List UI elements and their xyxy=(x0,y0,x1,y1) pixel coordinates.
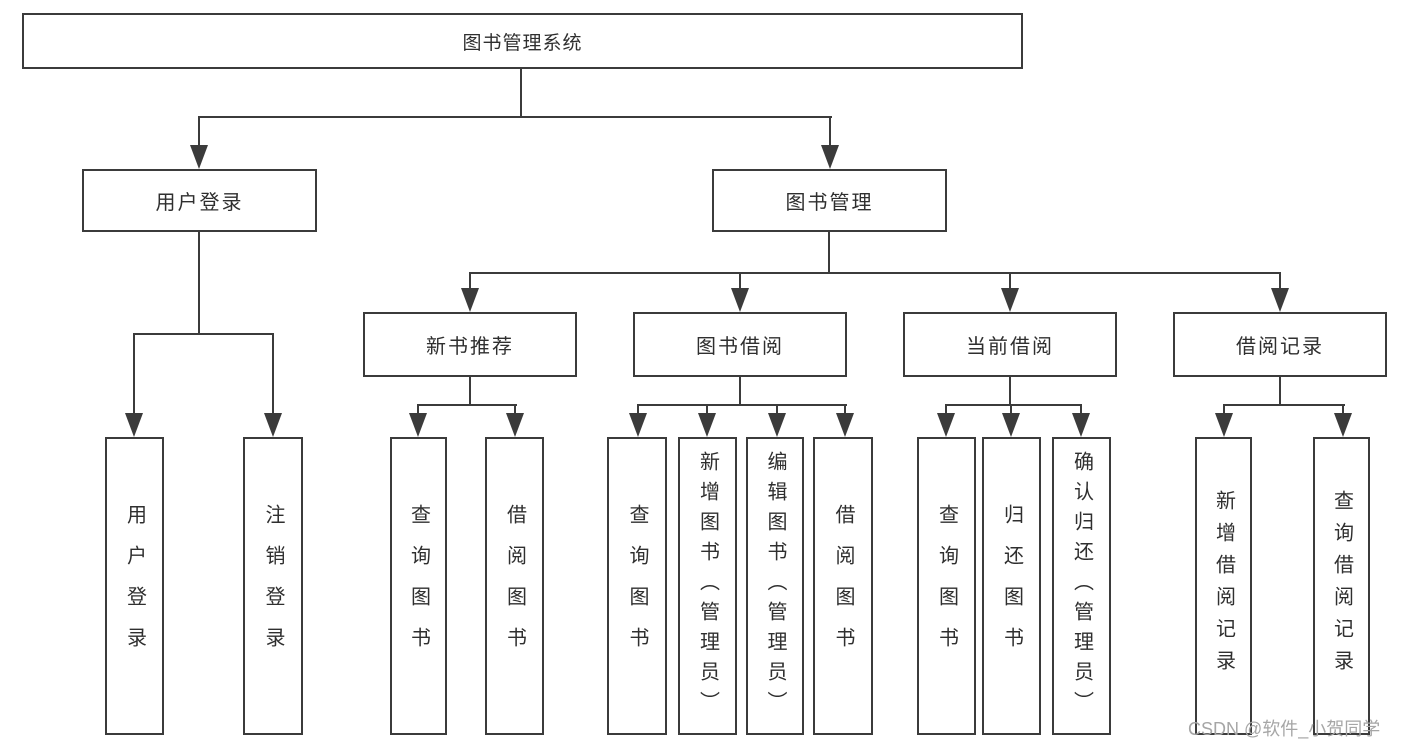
arrowhead-down-icon xyxy=(125,413,143,437)
leaf-newrec-query-books: 查询图书 xyxy=(390,437,447,735)
arrowhead-down-icon xyxy=(1072,413,1090,437)
connector-line xyxy=(417,404,517,406)
node-label: 用户登录 xyxy=(155,192,244,214)
connector-line xyxy=(1223,404,1225,415)
leaf-current-query-books: 查询图书 xyxy=(917,437,976,735)
connector-line xyxy=(272,333,274,415)
leaf-borrow-query-books: 查询图书 xyxy=(607,437,667,735)
arrowhead-down-icon xyxy=(190,145,208,169)
connector-line xyxy=(945,404,947,415)
leaf-label: 注销登录 xyxy=(262,504,284,668)
connector-line xyxy=(514,404,516,415)
arrowhead-down-icon xyxy=(1334,413,1352,437)
leaf-label: 借阅图书 xyxy=(832,504,854,668)
leaf-label: 查询借阅记录 xyxy=(1330,490,1353,682)
connector-line xyxy=(469,377,471,406)
connector-line xyxy=(520,69,522,118)
leaf-borrow-edit-books-admin: 编辑图书（管理员） xyxy=(746,437,804,735)
arrowhead-down-icon xyxy=(1271,288,1289,312)
arrowhead-down-icon xyxy=(629,413,647,437)
arrowhead-down-icon xyxy=(1001,288,1019,312)
node-library-management-system: 图书管理系统 xyxy=(22,13,1023,69)
arrowhead-down-icon xyxy=(1002,413,1020,437)
leaf-newrec-borrow-books: 借阅图书 xyxy=(485,437,544,735)
leaf-borrow-borrow-books: 借阅图书 xyxy=(813,437,873,735)
connector-line xyxy=(133,333,135,415)
leaf-label: 归还图书 xyxy=(1000,504,1023,668)
connector-line xyxy=(1223,404,1345,406)
leaf-label: 新增图书（管理员） xyxy=(696,451,719,721)
leaf-current-return-books: 归还图书 xyxy=(982,437,1041,735)
arrowhead-down-icon xyxy=(768,413,786,437)
connector-line xyxy=(198,232,200,335)
node-label: 新书推荐 xyxy=(426,336,514,358)
connector-line xyxy=(1080,404,1082,415)
leaf-borrow-add-books-admin: 新增图书（管理员） xyxy=(678,437,737,735)
connector-line xyxy=(198,116,832,118)
csdn-watermark: CSDN @软件_小贺同学 xyxy=(1188,719,1381,739)
leaf-label: 确认归还（管理员） xyxy=(1070,451,1093,721)
node-current-borrowing: 当前借阅 xyxy=(903,312,1117,377)
arrowhead-down-icon xyxy=(836,413,854,437)
leaf-label: 借阅图书 xyxy=(503,504,526,668)
node-label: 当前借阅 xyxy=(966,336,1054,358)
connector-line xyxy=(417,404,419,415)
connector-line xyxy=(637,404,847,406)
leaf-label: 用户登录 xyxy=(123,504,146,668)
connector-line xyxy=(739,377,741,406)
connector-line xyxy=(1010,404,1012,415)
leaf-label: 查询图书 xyxy=(935,504,958,668)
arrowhead-down-icon xyxy=(698,413,716,437)
node-label: 图书管理系统 xyxy=(462,32,583,54)
leaf-logout: 注销登录 xyxy=(243,437,303,735)
connector-line xyxy=(1342,404,1344,415)
leaf-records-query-record: 查询借阅记录 xyxy=(1313,437,1370,735)
node-borrowing-records: 借阅记录 xyxy=(1173,312,1387,377)
connector-line xyxy=(133,333,274,335)
connector-line xyxy=(1009,272,1011,290)
connector-line xyxy=(469,272,471,290)
node-label: 借阅记录 xyxy=(1236,336,1324,358)
connector-line xyxy=(844,404,846,415)
arrowhead-down-icon xyxy=(937,413,955,437)
connector-line xyxy=(1009,377,1011,406)
arrowhead-down-icon xyxy=(409,413,427,437)
leaf-label: 编辑图书（管理员） xyxy=(764,451,786,721)
node-new-book-recommend: 新书推荐 xyxy=(363,312,577,377)
arrowhead-down-icon xyxy=(1215,413,1233,437)
connector-line xyxy=(829,116,831,149)
connector-line xyxy=(945,404,1082,406)
connector-line xyxy=(739,272,741,290)
connector-line xyxy=(776,404,778,415)
node-book-management: 图书管理 xyxy=(712,169,947,232)
leaf-label: 查询图书 xyxy=(407,504,430,668)
leaf-records-add-record: 新增借阅记录 xyxy=(1195,437,1252,735)
connector-line xyxy=(1279,377,1281,406)
connector-line xyxy=(198,116,200,149)
arrowhead-down-icon xyxy=(264,413,282,437)
arrowhead-down-icon xyxy=(461,288,479,312)
leaf-label: 新增借阅记录 xyxy=(1212,490,1235,682)
node-label: 图书借阅 xyxy=(696,336,784,358)
node-user-login: 用户登录 xyxy=(82,169,317,232)
node-label: 图书管理 xyxy=(785,192,874,214)
arrowhead-down-icon xyxy=(731,288,749,312)
arrowhead-down-icon xyxy=(821,145,839,169)
connector-line xyxy=(828,232,830,274)
node-book-borrowing: 图书借阅 xyxy=(633,312,847,377)
leaf-user-login: 用户登录 xyxy=(105,437,164,735)
leaf-current-confirm-return-admin: 确认归还（管理员） xyxy=(1052,437,1111,735)
leaf-label: 查询图书 xyxy=(626,504,648,668)
connector-line xyxy=(706,404,708,415)
arrowhead-down-icon xyxy=(506,413,524,437)
connector-line xyxy=(469,272,1281,274)
connector-line xyxy=(637,404,639,415)
connector-line xyxy=(1279,272,1281,290)
